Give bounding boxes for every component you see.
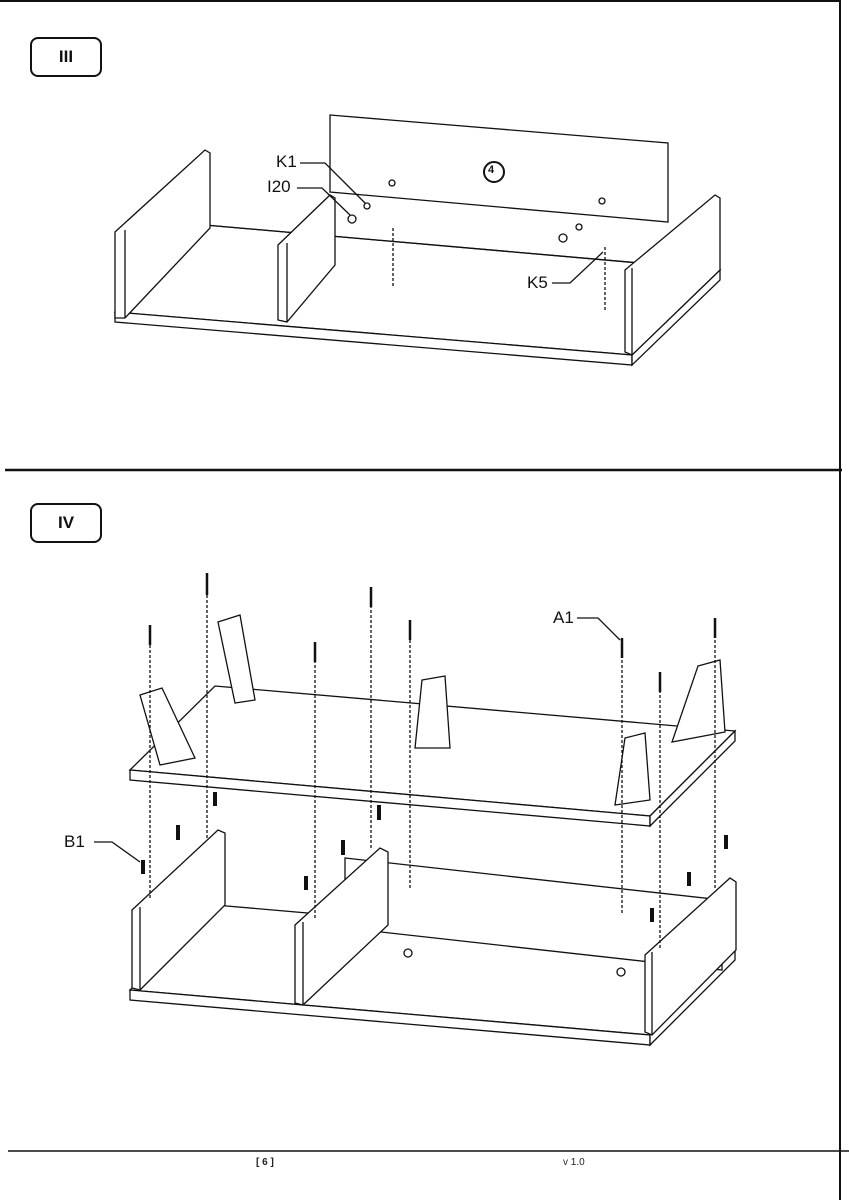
dowels [141, 792, 728, 922]
page-number: [ 6 ] [256, 1157, 274, 1168]
screws [148, 573, 717, 692]
step-badge-iii: III [30, 37, 102, 77]
leg [139, 687, 196, 766]
leg [414, 675, 451, 749]
lower-middle-panel [294, 847, 389, 1006]
step-iv-illustration [94, 573, 737, 1047]
callout-k1: K1 [276, 152, 297, 171]
part-number-label: 4 [488, 164, 495, 176]
left-side-panel [114, 149, 211, 319]
step-badge-iv: IV [30, 503, 102, 543]
version-label: v 1.0 [563, 1157, 585, 1168]
lower-right-panel [644, 877, 737, 1036]
callout-k5: K5 [527, 273, 548, 292]
right-side-panel [624, 194, 721, 356]
callout-i20: I20 [267, 177, 291, 196]
leg [614, 732, 651, 806]
leg [217, 614, 256, 704]
callout-b1: B1 [64, 832, 85, 851]
screw-guides [149, 590, 716, 950]
part-number-circle [483, 161, 505, 183]
lower-left-panel [131, 829, 226, 991]
step-iii-illustration [113, 114, 722, 367]
leg [671, 659, 726, 743]
callout-a1: A1 [553, 608, 574, 627]
